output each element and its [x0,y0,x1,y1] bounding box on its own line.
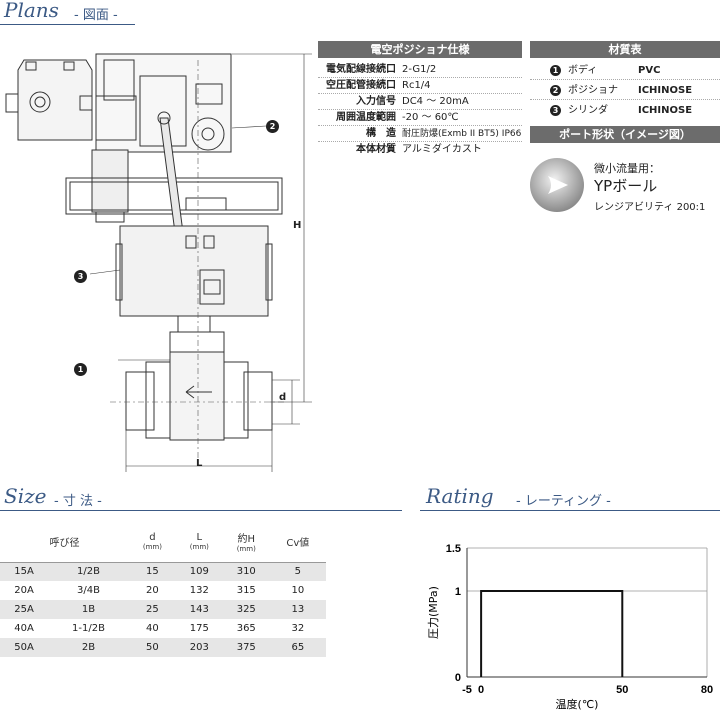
material-row: 1 ボディ PVC [530,62,720,80]
x-tick-label: 80 [701,684,713,696]
material-part: ボディ [568,65,598,76]
spec-row: 構 造耐圧防爆(Exmb II BT5) IP66 [318,126,522,142]
header-cv: Cv値 [269,522,326,563]
spec-header: 電空ポジショナ仕様 [318,41,522,58]
dim-d-label: d [279,392,287,403]
callout-2: 2 [266,120,279,133]
spec-row: 周囲温度範囲 -20 ～ 60℃ [318,110,522,126]
spec-value: 2-G1/2 [402,64,437,75]
spec-value: 耐圧防爆(Exmb II BT5) IP66 [402,129,522,139]
material-row: 3 シリンダ ICHINOSE [530,102,720,120]
port-line-1: 微小流量用： [594,162,660,175]
spec-key: 空圧配管接続口 [326,80,396,91]
spec-key: 電気配線接続口 [326,64,396,75]
callout-3: 3 [74,270,87,283]
spec-key: 本体材質 [356,144,396,155]
x-tick-label: 0 [478,684,484,696]
materials-header: 材質表 [530,41,720,58]
spec-key: 入力信号 [356,96,396,107]
material-name: PVC [638,65,661,76]
spec-value: DC4 ～ 20mA [402,96,469,107]
size-rule [0,510,402,511]
material-part: シリンダ [568,105,608,116]
header-l: L(mm) [175,522,223,563]
header-h: 約H(mm) [222,522,270,563]
spec-key: 構 造 [366,128,396,139]
rating-title: Rating [426,484,494,508]
material-name: ICHINOSE [638,105,693,116]
spec-value: -20 ～ 60℃ [402,112,459,123]
spec-value: アルミダイカスト [402,144,482,155]
x-axis-label: 温度(℃) [556,697,599,711]
y-tick-label: 1 [455,586,461,598]
size-subtitle: - 寸 法 - [54,494,102,509]
plans-subtitle: - 図面 - [74,8,118,23]
yp-ball-icon [530,158,584,212]
dim-l-label: L [196,458,203,469]
plans-title: Plans [4,0,59,22]
spec-row: 電気配線接続口 2-G1/2 [318,62,522,78]
y-axis-label: 圧力(MPa) [427,586,440,639]
material-name: ICHINOSE [638,85,693,96]
material-row: 2 ポジショナ ICHINOSE [530,82,720,100]
material-number: 1 [550,65,561,76]
size-title: Size [4,484,47,508]
callout-1: 1 [74,363,87,376]
rating-rule [420,510,720,511]
spec-row: 入力信号 DC4 ～ 20mA [318,94,522,110]
x-tick-label: -5 [462,684,472,696]
spec-row: 本体材質アルミダイカスト [318,142,522,158]
spec-key: 周囲温度範囲 [336,112,396,123]
dim-h-label: H [293,220,302,231]
rating-subtitle: - レーティング - [516,494,611,509]
header-d: d(mm) [128,522,176,563]
material-part: ポジショナ [568,85,618,96]
y-tick-label: 1.5 [446,543,461,555]
valve-drawing [5,53,312,472]
port-header: ポート形状（イメージ図） [530,126,720,143]
rating-series-line [480,590,624,677]
material-number: 3 [550,105,561,116]
header-yobikei: 呼び径 [0,522,129,563]
plans-rule [0,24,135,25]
spec-value: Rc1/4 [402,80,431,91]
x-tick-label: 50 [616,684,628,696]
port-line-3: レンジアビリティ 200:1 [594,202,706,213]
y-tick-label: 0 [455,672,461,684]
size-table-header: 呼び径 d(mm) L(mm) 約H(mm) Cv値 [0,522,326,563]
material-number: 2 [550,85,561,96]
port-line-2: YPボール [594,177,658,195]
spec-row: 空圧配管接続口 Rc1/4 [318,78,522,94]
